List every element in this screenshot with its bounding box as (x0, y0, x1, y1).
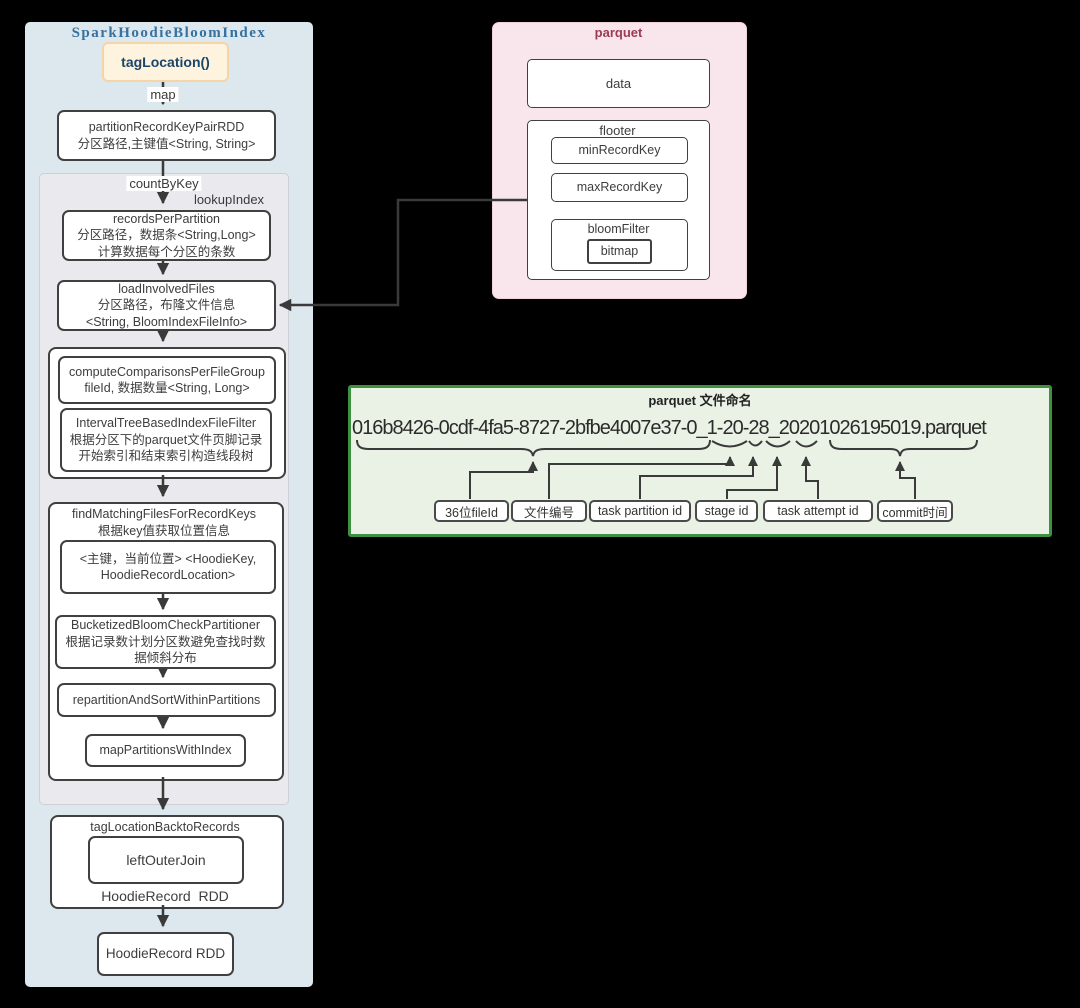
naming-title: parquet 文件命名 (648, 393, 752, 408)
tag-task-attempt-id: task attempt id (763, 500, 873, 522)
bloom-filter-label: bloomFilter (587, 222, 650, 236)
parquet-filename: 016b8426-0cdf-4fa5-8727-2bfbe4007e37-0_1… (352, 417, 987, 439)
tag-fileid: 36位fileId (434, 500, 509, 522)
map-partitions-box: mapPartitionsWithIndex (85, 734, 246, 767)
map-label: map (147, 87, 179, 102)
tag-commit-time: commit时间 (877, 500, 953, 522)
max-record-key-box: maxRecordKey (551, 173, 688, 202)
flooter-label: flooter (599, 123, 636, 138)
records-per-partition-box: recordsPerPartition 分区路径，数据条<String,Long… (62, 210, 271, 261)
spark-title: SparkHoodieBloomIndex (71, 25, 267, 41)
parquet-title: parquet (594, 25, 643, 40)
min-record-key-box: minRecordKey (551, 137, 688, 164)
tag-task-partition-id: task partition id (589, 500, 691, 522)
tag-stage-id: stage id (695, 500, 758, 522)
countbykey-label: countByKey (126, 176, 202, 191)
tag-back-header: tagLocationBacktoRecords (90, 820, 240, 834)
parquet-data-box: data (527, 59, 710, 108)
taglocation-box: tagLocation() (102, 42, 229, 82)
bitmap-box: bitmap (587, 239, 652, 264)
hoodie-record-rdd-box: HoodieRecord RDD (97, 932, 234, 976)
interval-tree-box: IntervalTreeBasedIndexFileFilter 根据分区下的p… (60, 408, 272, 472)
bucketized-box: BucketizedBloomCheckPartitioner 根据记录数计划分… (55, 615, 276, 669)
repartition-box: repartitionAndSortWithinPartitions (57, 683, 276, 717)
find-matching-header: findMatchingFilesForRecordKeys 根据key值获取位… (71, 507, 257, 538)
tag-file-number: 文件编号 (511, 500, 587, 522)
tag-back-footer: HoodieRecord RDD (101, 888, 229, 904)
key-location-box: <主键，当前位置> <HoodieKey, HoodieRecordLocati… (60, 540, 276, 594)
partition-rdd-box: partitionRecordKeyPairRDD 分区路径,主键值<Strin… (57, 110, 276, 161)
connector-parquet-to-load (278, 198, 527, 312)
compute-comparisons-box: computeComparisonsPerFileGroup fileId, 数… (58, 356, 276, 404)
left-outer-join-box: leftOuterJoin (88, 836, 244, 884)
load-involved-files-box: loadInvolvedFiles 分区路径，布隆文件信息 <String, B… (57, 280, 276, 331)
lookupindex-label: lookupIndex (193, 192, 265, 207)
